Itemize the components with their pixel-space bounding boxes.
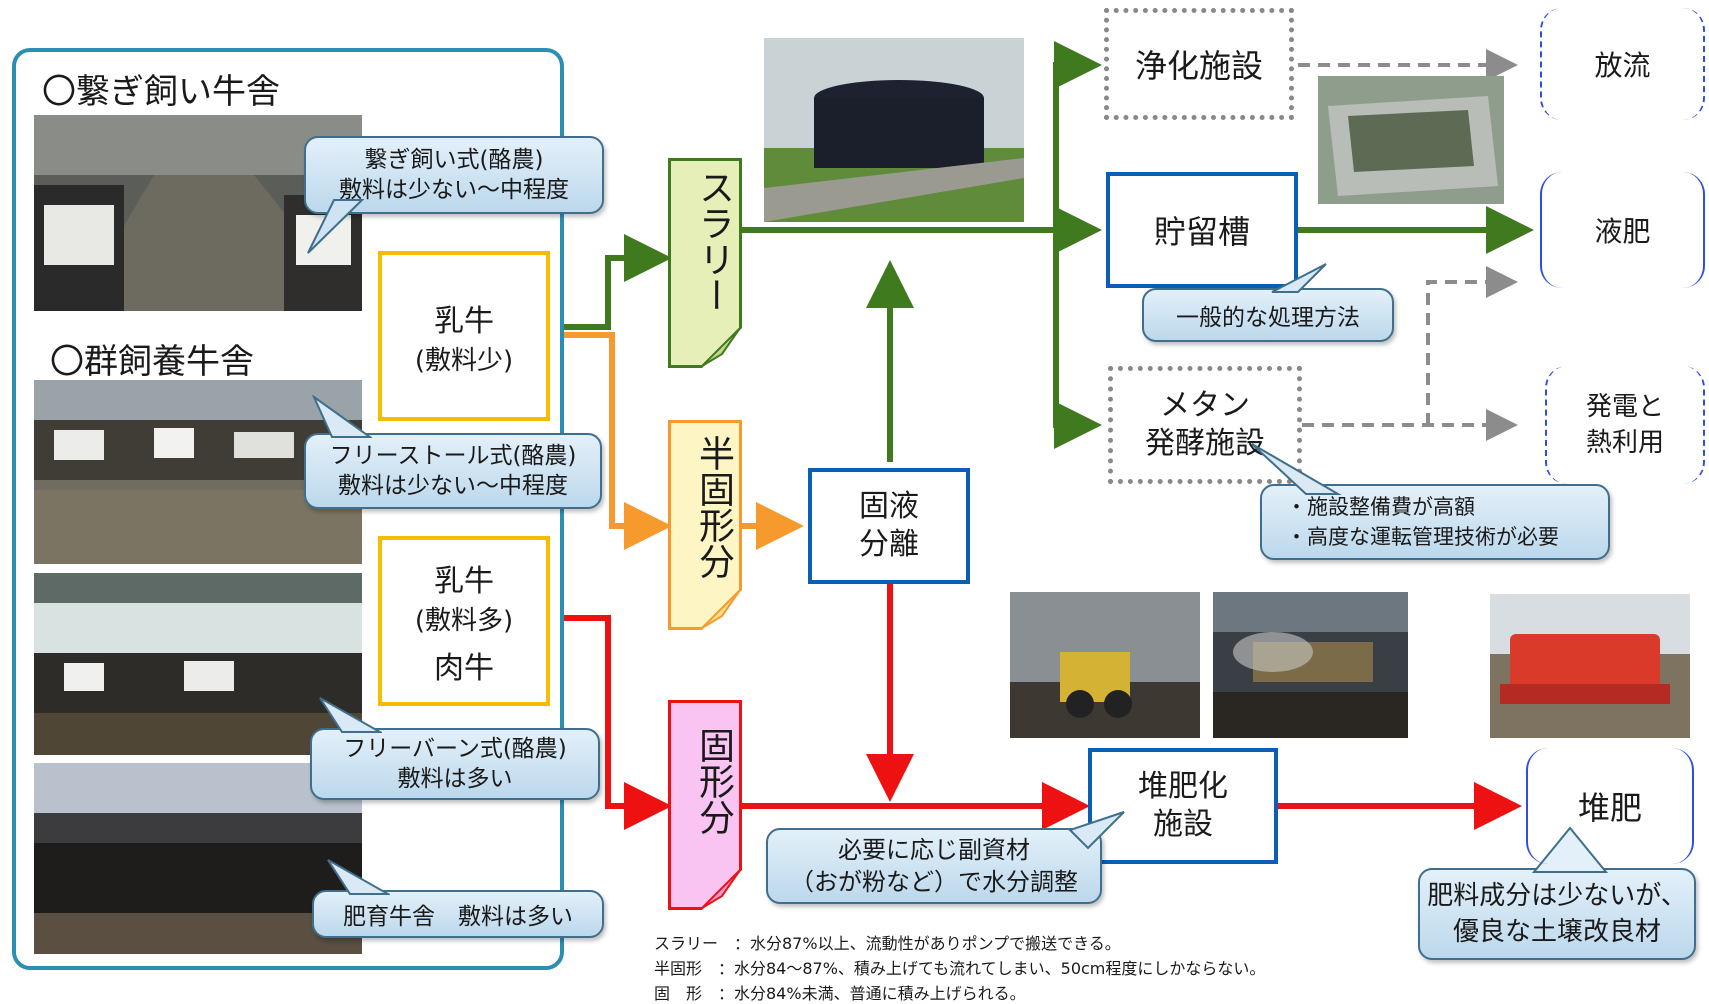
composting-line2: 施設	[1153, 807, 1213, 842]
callout-free-barn: フリーバーン式(酪農) 敷料は多い	[310, 697, 600, 800]
callout-free-barn-line2: 敷料は多い	[397, 766, 513, 792]
dairy-high-bedding-label: (敷料多)	[414, 605, 514, 636]
callout-methane-line1: ・施設整備費が高額	[1286, 495, 1475, 519]
methane-line1: メタン	[1160, 388, 1250, 423]
power-heat-line1: 発電と	[1585, 392, 1664, 422]
photo-free-barn	[34, 573, 362, 755]
callout-storage-text: 一般的な処理方法	[1176, 305, 1360, 331]
composting-line1: 堆肥化	[1138, 769, 1228, 804]
callout-free-barn-line1: フリーバーン式(酪農)	[343, 736, 567, 762]
callout-storage-method: 一般的な処理方法	[1142, 263, 1394, 342]
methane-line2: 発酵施設	[1145, 426, 1265, 461]
callout-methane-line2: ・高度な運転管理技術が必要	[1286, 525, 1559, 549]
box-dairy-high-beef: 乳牛 (敷料多) 肉牛	[378, 536, 550, 706]
callout-moisture-adjust: 必要に応じ副資材 （おが粉など）で水分調整	[766, 811, 1125, 904]
callout-tie-stall-line2: 敷料は少ない～中程度	[339, 177, 569, 203]
separation-line1: 固液	[859, 489, 919, 524]
box-dairy-low-bedding: 乳牛 (敷料少)	[378, 251, 550, 421]
arrow-to-methane	[1053, 230, 1102, 449]
callout-fattening-text: 肥育牛舎 敷料は多い	[343, 904, 573, 930]
arrow-cattle-to-solid	[552, 615, 672, 830]
compost-label: 堆肥	[1577, 789, 1642, 827]
callout-free-stall-line2: 敷料は少ない～中程度	[338, 473, 568, 499]
power-heat-line2: 熱利用	[1585, 428, 1664, 458]
callout-free-stall: フリーストール式(酪農) 敷料は少ない～中程度	[304, 395, 602, 509]
photo-purification-facility	[1318, 76, 1504, 204]
photo-compost-turner	[1213, 592, 1408, 738]
tag-slurry: スラリー	[668, 158, 742, 368]
callout-tie-stall-line1: 繋ぎ飼い式(酪農)	[364, 147, 544, 173]
note-solid: 固 形 ：水分84%未満、普通に積み上げられる。	[654, 984, 1026, 1003]
tag-solid-label: 固形分	[693, 727, 734, 835]
callout-moisture-line2: （おが粉など）で水分調整	[790, 868, 1078, 896]
beef-label: 肉牛	[434, 650, 494, 686]
callout-free-stall-line1: フリーストール式(酪農)	[329, 443, 577, 469]
tag-semi-solid: 半固形分	[668, 420, 742, 630]
output-discharge: 放流	[1540, 8, 1705, 120]
arrow-dairy-to-slurry	[540, 234, 672, 330]
callout-tie-stall: 繋ぎ飼い式(酪農) 敷料は少ない～中程度	[304, 136, 604, 254]
liquid-fertilizer-label: 液肥	[1594, 215, 1651, 248]
photo-fattening-barn	[34, 763, 362, 954]
callout-moisture-line1: 必要に応じ副資材	[838, 836, 1030, 864]
callout-compost-line2: 優良な土壌改良材	[1452, 917, 1661, 947]
heading-group-barn: 〇群飼養牛舎	[50, 342, 254, 382]
box-composting-facility: 堆肥化 施設	[1088, 748, 1278, 864]
heading-tethered-barn: 〇繋ぎ飼い牛舎	[42, 72, 280, 112]
box-storage-tank: 貯留槽	[1106, 172, 1298, 288]
callout-methane-cost: ・施設整備費が高額 ・高度な運転管理技術が必要	[1251, 443, 1610, 560]
discharge-label: 放流	[1594, 49, 1651, 82]
box-purification-facility: 浄化施設	[1104, 8, 1294, 120]
tag-solid: 固形分	[668, 700, 742, 910]
note-slurry: スラリー ：水分87%以上、流動性がありポンプで搬送できる。	[654, 934, 1121, 953]
arrow-to-purification	[1053, 41, 1102, 230]
separation-line2: 分離	[859, 527, 919, 562]
note-semi-solid: 半固形 ：水分84～87%、積み上げても流れてしまい、50cm程度にしかならない…	[654, 959, 1266, 978]
tag-semi-solid-label: 半固形分	[693, 435, 734, 579]
output-compost: 堆肥	[1526, 748, 1694, 864]
photo-compost-loader	[1010, 592, 1200, 738]
box-methane-fermentation: メタン 発酵施設	[1108, 366, 1302, 484]
output-liquid-fertilizer: 液肥	[1540, 172, 1705, 288]
tag-slurry-label: スラリー	[693, 169, 734, 313]
photo-compost-spreader	[1490, 594, 1690, 738]
output-power-heat: 発電と 熱利用	[1545, 366, 1705, 484]
callout-compost-line1: 肥料成分は少ないが、	[1427, 881, 1687, 911]
dairy-high-label: 乳牛	[434, 563, 494, 599]
arrow-dairy-to-semisolid	[548, 332, 672, 550]
callout-fattening: 肥育牛舎 敷料は多い	[312, 859, 604, 938]
dairy-low-label: 乳牛	[434, 303, 494, 339]
purification-label: 浄化施設	[1134, 47, 1263, 85]
arrow-methane-to-liquid	[1426, 266, 1518, 425]
box-solid-liquid-separation: 固液 分離	[808, 468, 970, 584]
dairy-low-bedding-label: (敷料少)	[414, 345, 514, 376]
storage-label: 貯留槽	[1153, 213, 1250, 251]
photo-slurry-tank	[764, 38, 1024, 222]
callout-compost-benefit: 肥料成分は少ないが、 優良な土壌改良材	[1418, 826, 1696, 960]
